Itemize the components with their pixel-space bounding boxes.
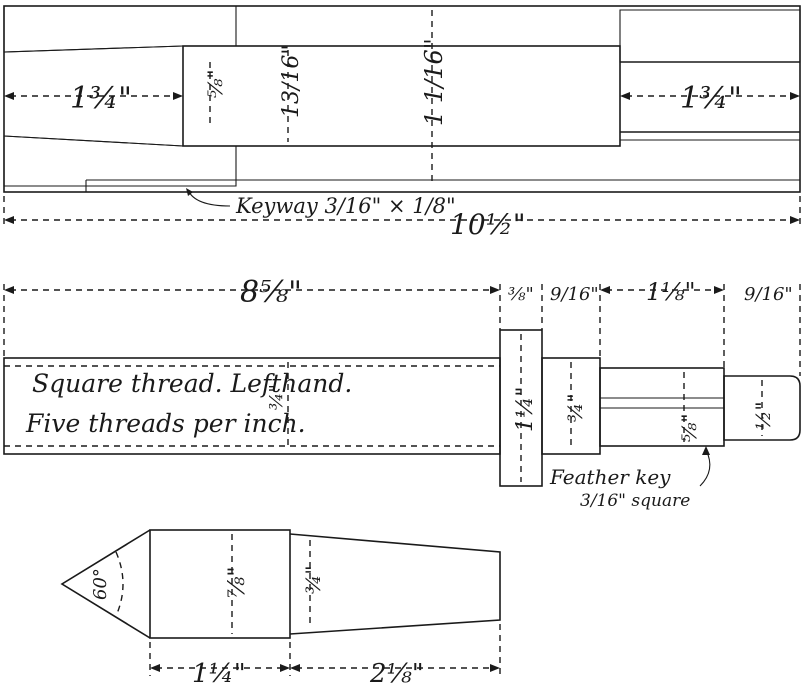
- center-taper: [289, 533, 501, 635]
- dim-body-length: 1¼": [192, 659, 246, 689]
- thread-note-line1: Square thread. Lefthand.: [32, 369, 352, 398]
- dim-left-bore-depth: ⅝": [203, 69, 227, 98]
- dim-overall-length: 10½": [450, 208, 526, 241]
- dim-length-main: 8⅝": [240, 275, 302, 310]
- sleeve-wall-bottom-left: [3, 135, 237, 187]
- dim-step-diameter: ¾": [563, 393, 587, 422]
- feather-key-line1: Feather key: [549, 465, 671, 489]
- dim-angle: 60°: [90, 568, 111, 600]
- dim-length-collar: ⅜": [508, 284, 534, 305]
- dim-length-step: 9/16": [550, 284, 599, 305]
- dim-left-bore: 1¾": [70, 81, 132, 116]
- feather-key-line2: 3/16" square: [580, 491, 690, 511]
- left-bore-taper-bottom: [3, 135, 184, 147]
- spindle-section: 8⅝" ⅜" 9/16" 1⅛" 9/16" Square thread. Le…: [3, 275, 801, 511]
- center-body: [149, 529, 291, 639]
- keyway-label: Keyway 3/16" × 1/8": [235, 194, 456, 218]
- sleeve-wall-top-left: [3, 5, 237, 53]
- dim-main-bore: 1 1/16": [420, 38, 448, 126]
- dim-taper-diameter: ¾": [301, 565, 325, 594]
- dim-inner-diameter: 13/16": [279, 44, 304, 118]
- dim-taper-length: 2⅛": [369, 659, 424, 689]
- dim-collar-diameter: 1¼": [513, 387, 538, 432]
- sleeve-chamber: [182, 45, 621, 147]
- spindle-key-section: [599, 367, 725, 447]
- sleeve-wall-top-right: [619, 9, 801, 63]
- dim-body-diameter: ⅞": [225, 567, 250, 598]
- center-section: 60° ⅞" ¾" 1¼" 2⅛": [60, 529, 501, 689]
- sleeve-outline: [3, 5, 801, 193]
- left-bore-taper-top: [3, 45, 184, 53]
- dim-length-key: 1⅛": [646, 278, 696, 306]
- dim-right-bore: 1¾": [680, 81, 742, 116]
- dim-end-diameter: ½": [751, 401, 775, 430]
- spindle-end: [723, 375, 801, 441]
- center-cone: [60, 529, 151, 639]
- sleeve-section: 1¾" ⅝" 13/16" 1 1/16" 1¾" Keyway 3/16" ×…: [3, 5, 801, 241]
- dim-key-diameter: ⅝": [677, 413, 701, 442]
- thread-note-line2: Five threads per inch.: [25, 409, 306, 438]
- dim-length-end: 9/16": [744, 284, 793, 305]
- dim-thread-diameter: ¾": [266, 384, 287, 410]
